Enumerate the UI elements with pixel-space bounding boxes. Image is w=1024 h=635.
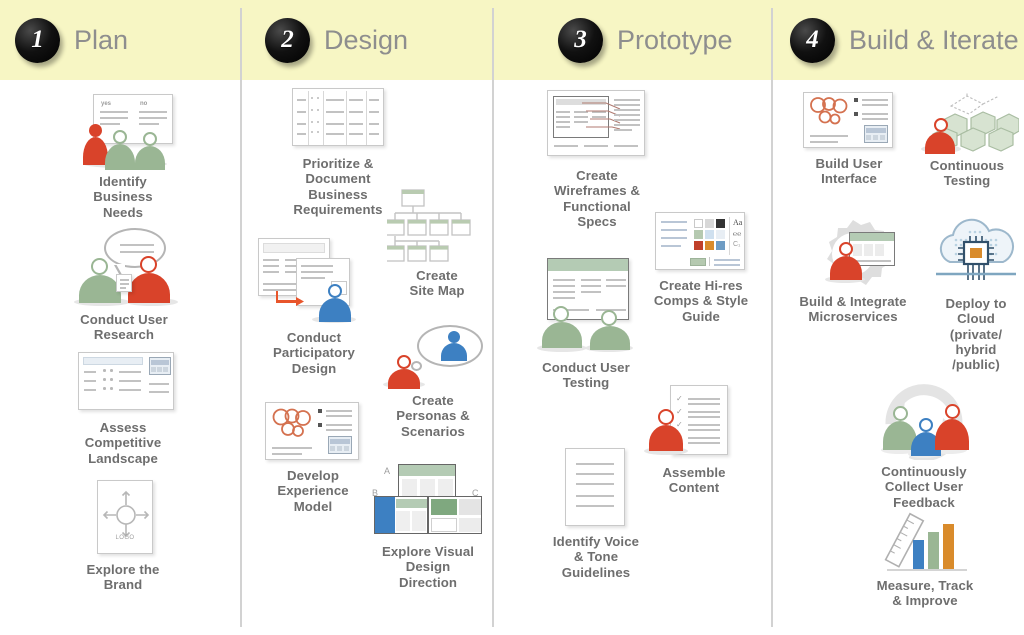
item-label: Assemble Content <box>662 465 726 496</box>
phase-header-3: 3 Prototype <box>558 0 733 80</box>
whiteboard-presentation-icon: yes no <box>71 92 175 170</box>
item-create-wireframes-functional-specs[interactable]: Create Wireframes & Functional Specs <box>518 90 676 229</box>
item-label: Deploy to Cloud (private/ hybrid /public… <box>945 296 1007 373</box>
requirements-table-icon <box>292 88 384 152</box>
type-sample-text: Aa <box>733 218 743 227</box>
item-continuously-collect-user-feedback[interactable]: Continuously Collect User Feedback <box>846 378 1002 510</box>
phase-number-badge-4: 4 <box>790 17 835 63</box>
phase-header-4: 4 Build & Iterate <box>790 0 1019 80</box>
item-create-personas-scenarios[interactable]: Create Personas & Scenarios <box>370 325 496 439</box>
competitive-dashboard-icon <box>70 352 176 416</box>
column-divider-2 <box>492 8 494 627</box>
feedback-loop-people-icon <box>869 378 979 460</box>
item-explore-visual-design-direction[interactable]: A B C Explore Visual Design D <box>360 458 496 590</box>
comp-label-b: B <box>372 488 379 498</box>
phase-title-1: Plan <box>74 24 129 55</box>
item-create-hi-res-comps-style-guide[interactable]: Aa ℮℮ C₁ Create Hi-res Comps & Style Gui… <box>630 212 772 324</box>
item-conduct-user-testing[interactable]: Conduct User Testing <box>510 258 662 391</box>
wireframe-spec-icon <box>547 90 647 164</box>
item-label: Conduct Participatory Design <box>273 330 355 376</box>
item-conduct-user-research[interactable]: Conduct User Research <box>44 228 204 343</box>
ui-build-board-icon <box>803 92 895 152</box>
item-identify-voice-tone-guidelines[interactable]: Identify Voice & Tone Guidelines <box>520 448 672 580</box>
item-label: Create Hi-res Comps & Style Guide <box>653 278 749 324</box>
item-label: Measure, Track & Improve <box>876 578 974 609</box>
item-label: Build & Integrate Microservices <box>799 294 907 325</box>
phase-number-badge-3: 3 <box>558 17 603 63</box>
item-label: Create Personas & Scenarios <box>396 393 470 439</box>
persona-thought-bubble-icon <box>381 325 485 389</box>
item-prioritize-document-requirements[interactable]: Prioritize & Document Business Requireme… <box>255 88 421 217</box>
item-continuous-testing[interactable]: Continuous Testing <box>908 92 1024 189</box>
item-label: Create Wireframes & Functional Specs <box>553 168 641 229</box>
comp-label-c: C <box>472 488 479 498</box>
item-label: Identify Voice & Tone Guidelines <box>552 534 640 580</box>
item-create-site-map[interactable]: Create Site Map <box>378 188 496 299</box>
style-guide-swatches-icon: Aa ℮℮ C₁ <box>655 212 747 274</box>
item-label: Develop Experience Model <box>277 468 349 514</box>
item-develop-experience-model[interactable]: Develop Experience Model <box>250 402 376 514</box>
continuous-testing-cubes-icon <box>915 92 1019 154</box>
item-deploy-to-cloud[interactable]: Deploy to Cloud (private/ hybrid /public… <box>928 218 1024 373</box>
comp-label-a: A <box>384 466 391 476</box>
column-divider-3 <box>771 8 773 627</box>
phase-title-2: Design <box>324 24 409 55</box>
voice-tone-document-icon <box>565 448 627 530</box>
item-label: Explore the Brand <box>86 562 160 593</box>
column-divider-1 <box>240 8 242 627</box>
item-label: Prioritize & Document Business Requireme… <box>293 156 383 217</box>
item-label: Conduct User Testing <box>542 360 630 391</box>
item-build-integrate-microservices[interactable]: Build & Integrate Microservices <box>780 218 926 325</box>
experience-model-diagram-icon <box>265 402 361 464</box>
item-label: Assess Competitive Landscape <box>84 420 162 466</box>
item-label: Conduct User Research <box>80 312 168 343</box>
phase-title-3: Prototype <box>617 24 733 55</box>
item-conduct-participatory-design[interactable]: Conduct Participatory Design <box>248 238 380 376</box>
item-measure-track-improve[interactable]: Measure, Track & Improve <box>852 512 998 609</box>
measure-chart-ruler-icon <box>877 512 973 574</box>
microservices-gear-icon <box>805 218 901 290</box>
item-assemble-content[interactable]: ✓ ✓ ✓ ✓ Assemble Content <box>632 385 756 496</box>
sitemap-tree-icon <box>387 188 487 264</box>
item-build-user-interface[interactable]: Build User Interface <box>785 92 913 187</box>
phase-header-band <box>0 0 1024 80</box>
item-label: Create Site Map <box>409 268 465 299</box>
phase-header-1: 1 Plan <box>15 0 128 80</box>
item-label: Explore Visual Design Direction <box>381 544 475 590</box>
phase-title-4: Build & Iterate <box>849 24 1019 55</box>
content-checklist-icon: ✓ ✓ ✓ ✓ <box>644 385 744 461</box>
brand-logo-text: LOGO <box>115 535 135 541</box>
item-identify-business-needs[interactable]: yes no Identify Bus <box>48 92 198 220</box>
phase-number-badge-2: 2 <box>265 17 310 63</box>
visual-direction-comps-icon: A B C <box>372 458 484 540</box>
phase-number-badge-1: 1 <box>15 17 60 63</box>
participatory-design-icon <box>258 238 370 326</box>
item-label: Continuous Testing <box>929 158 1005 189</box>
cloud-deploy-chip-icon <box>930 218 1022 292</box>
interview-speech-bubble-icon <box>64 228 184 308</box>
logo-expand-arrows-icon: LOGO <box>92 480 154 558</box>
user-testing-screen-icon <box>531 258 641 356</box>
item-label: Build User Interface <box>815 156 883 187</box>
item-assess-competitive-landscape[interactable]: Assess Competitive Landscape <box>48 352 198 466</box>
item-explore-the-brand[interactable]: LOGO Explore the Brand <box>48 480 198 593</box>
phase-header-2: 2 Design <box>265 0 408 80</box>
item-label: Identify Business Needs <box>93 174 153 220</box>
item-label: Continuously Collect User Feedback <box>881 464 967 510</box>
